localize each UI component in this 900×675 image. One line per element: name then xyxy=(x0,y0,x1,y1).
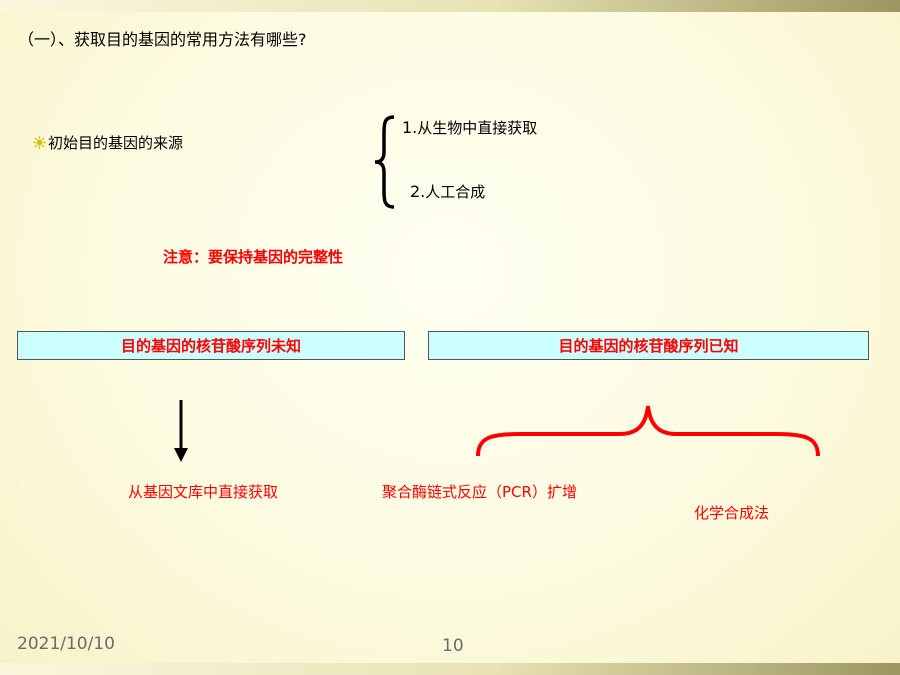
bullet-item: 初始目的基因的来源 xyxy=(33,132,183,153)
page-number: 10 xyxy=(442,636,464,656)
source-option-1-number: 1. xyxy=(402,118,418,137)
sequence-known-box: 目的基因的核苷酸序列已知 xyxy=(428,331,869,360)
source-option-2-number: 2. xyxy=(410,182,426,201)
top-decor-bar xyxy=(0,0,900,12)
source-option-2: 2.人工合成 xyxy=(410,181,485,202)
sunburst-bullet-icon xyxy=(33,136,46,149)
bullet-label: 初始目的基因的来源 xyxy=(48,134,184,152)
bottom-decor-bar xyxy=(0,663,900,675)
footer-date: 2021/10/10 xyxy=(17,634,115,654)
source-option-1: 1.从生物中直接获取 xyxy=(402,117,537,138)
sequence-known-label: 目的基因的核苷酸序列已知 xyxy=(558,337,739,355)
sequence-unknown-label: 目的基因的核苷酸序列未知 xyxy=(120,337,301,355)
sequence-unknown-box: 目的基因的核苷酸序列未知 xyxy=(17,331,405,360)
note-text: 注意：要保持基因的完整性 xyxy=(163,248,344,266)
slide-title: （一）、获取目的基因的常用方法有哪些? xyxy=(18,30,307,49)
method-chemical-synthesis: 化学合成法 xyxy=(694,504,770,522)
down-arrow-icon xyxy=(174,400,188,462)
method-gene-library: 从基因文库中直接获取 xyxy=(128,483,279,501)
method-pcr: 聚合酶链式反应（PCR）扩增 xyxy=(382,483,577,501)
source-option-2-text: 人工合成 xyxy=(425,183,486,201)
left-curly-brace-icon xyxy=(374,115,395,209)
source-option-1-text: 从生物中直接获取 xyxy=(417,119,538,137)
red-curly-brace-icon xyxy=(476,405,820,457)
